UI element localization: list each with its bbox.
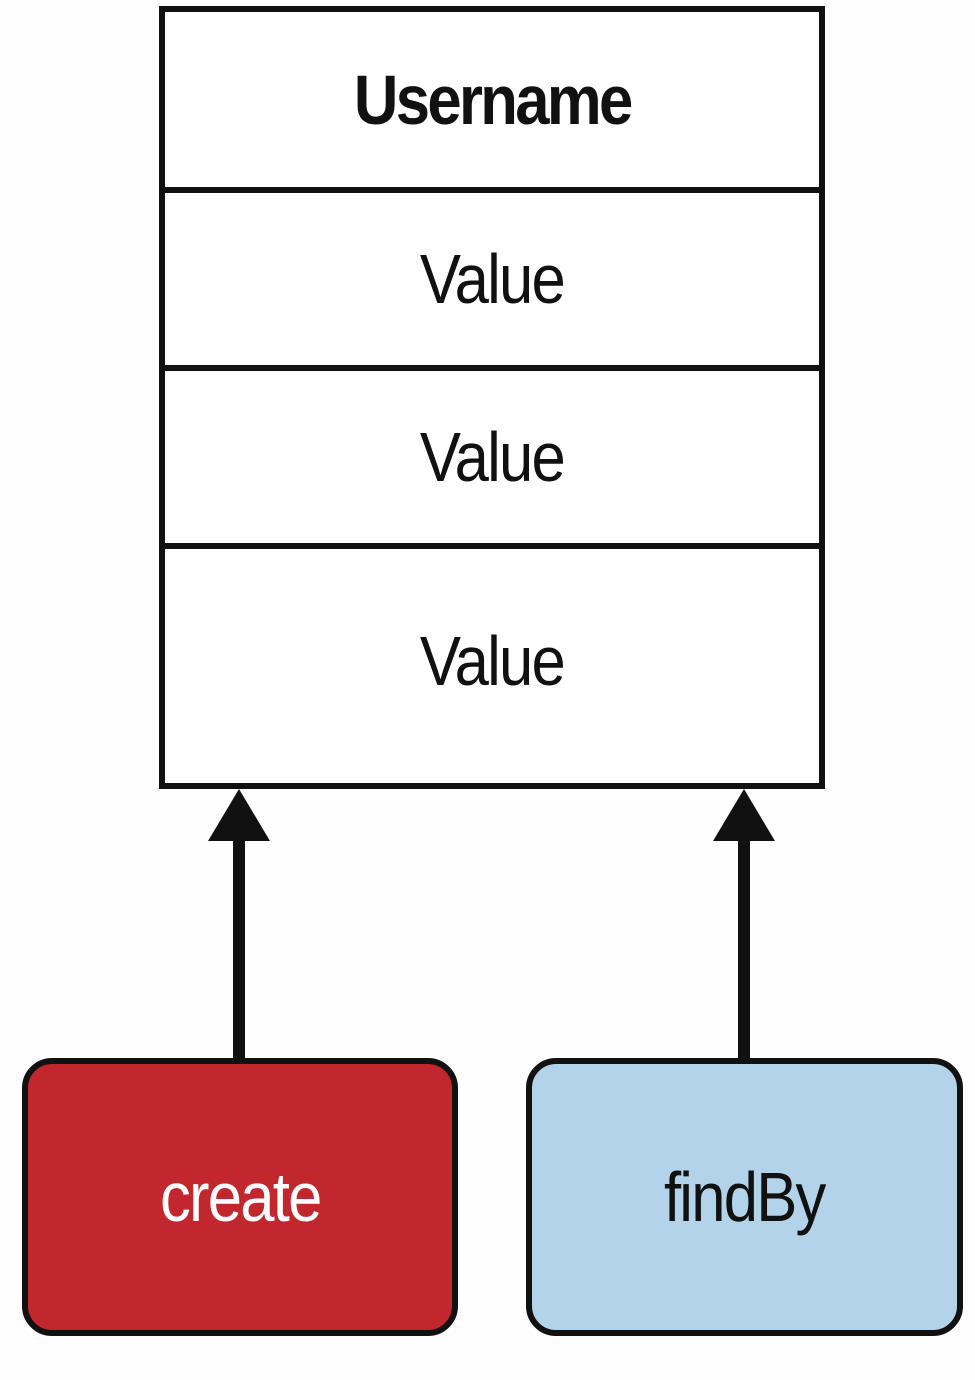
- arrow-up-icon: [713, 789, 775, 1058]
- table-header-row: Username: [165, 12, 819, 193]
- table-header-label: Username: [353, 60, 633, 139]
- username-table: Username Value Value Value: [159, 6, 825, 789]
- create-button[interactable]: create: [22, 1058, 458, 1336]
- table-row: Value: [165, 193, 819, 371]
- table-row: Value: [165, 549, 819, 783]
- create-button-label: create: [159, 1158, 322, 1236]
- find-by-button[interactable]: findBy: [526, 1058, 963, 1336]
- table-cell-value: Value: [419, 418, 566, 496]
- table-cell-value: Value: [419, 622, 566, 700]
- table-row: Value: [165, 371, 819, 549]
- find-by-button-label: findBy: [664, 1158, 826, 1236]
- arrow-up-icon: [208, 789, 270, 1058]
- table-cell-value: Value: [419, 240, 566, 318]
